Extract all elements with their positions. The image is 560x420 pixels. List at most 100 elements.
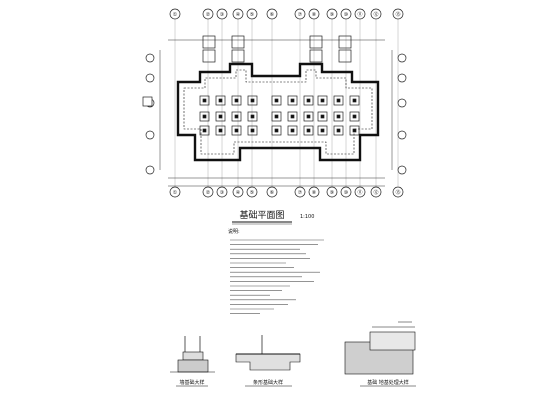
axis-label-bottom: ⑤: [250, 190, 254, 196]
column: [218, 114, 223, 119]
upper-column-footings: [202, 35, 352, 63]
axis-bubble-top: [370, 8, 382, 20]
axis-bubble-bottom: [232, 186, 244, 198]
axis-label-bottom: ①: [173, 190, 178, 196]
plan-title: 基础平面图: [239, 209, 284, 221]
left-axis-bubbles: [142, 53, 155, 175]
footing: [247, 125, 258, 136]
column: [352, 114, 357, 119]
axis-label-bottom: ④: [236, 190, 241, 196]
column: [306, 98, 311, 103]
footing: [287, 95, 298, 106]
axis-bubble-top: [246, 8, 258, 20]
column: [218, 98, 223, 103]
column: [274, 128, 279, 133]
footing: [333, 95, 344, 106]
column: [234, 114, 239, 119]
axis-bubble-bottom: [294, 186, 306, 198]
detail-3-label: 基础 地基处理大样: [367, 379, 409, 386]
axis-label-bottom: ⑨: [330, 190, 334, 196]
axis-label-bottom: ⑫: [373, 189, 378, 196]
column: [320, 128, 325, 133]
footing: [271, 111, 282, 122]
axis-bubble-bottom: [308, 186, 320, 198]
axis-label-top: ⑥: [270, 12, 275, 18]
axis-label-top: ⑬: [395, 11, 400, 18]
footing: [247, 95, 258, 106]
column: [352, 98, 357, 103]
foundation-outline: [176, 62, 380, 162]
column: [250, 128, 255, 133]
axis-label-bottom: ⑦: [298, 190, 303, 196]
footing: [303, 95, 314, 106]
detail-soil-treatment: 基础 地基处理大样: [344, 321, 416, 387]
axis-label-top: ⑫: [373, 11, 378, 18]
column: [218, 128, 223, 133]
column: [202, 114, 207, 119]
footing: [349, 95, 360, 106]
axis-bubble-bottom: [354, 186, 366, 198]
axis-label-top: ⑦: [298, 12, 303, 18]
column: [250, 114, 255, 119]
note-lines: [230, 239, 324, 314]
column: [336, 128, 341, 133]
axis-bubble-top: [308, 8, 320, 20]
axis-label-top: ③: [220, 12, 224, 18]
footing: [199, 125, 210, 136]
axis-bubble-bottom: [392, 186, 404, 198]
axis-label-top: ⑩: [344, 12, 349, 18]
interior-footings: [199, 95, 360, 136]
footing: [333, 125, 344, 136]
column: [274, 114, 279, 119]
axis-label-top: ①: [173, 12, 178, 18]
column: [274, 98, 279, 103]
axis-label-top: ⑪: [357, 11, 362, 18]
column: [352, 128, 357, 133]
axis-label-top: ⑧: [312, 12, 317, 18]
detail-wall-footing: 墙基础大样: [170, 336, 215, 387]
axis-label-bottom: ⑩: [344, 190, 349, 196]
axis-label-top: ②: [206, 12, 211, 18]
plan-scale: 1:100: [300, 214, 314, 220]
footing: [215, 125, 226, 136]
column: [320, 114, 325, 119]
footing: [287, 125, 298, 136]
axis-bubble-top: [392, 8, 404, 20]
axis-label-bottom: ③: [220, 190, 224, 196]
axis-bubble-top: [326, 8, 338, 20]
axis-bubble-top: [202, 8, 214, 20]
footing: [317, 125, 328, 136]
detail-strip-footing: 条形基础大样: [235, 335, 301, 387]
axis-label-bottom: ⑥: [270, 190, 275, 196]
axis-bubble-top: [169, 8, 181, 20]
general-notes: 说明:: [228, 228, 324, 314]
axis-label-top: ⑨: [330, 12, 334, 18]
footing: [247, 111, 258, 122]
axis-bubble-top: [354, 8, 366, 20]
footing: [199, 95, 210, 106]
axis-bubble-bottom: [340, 186, 352, 198]
axis-label-bottom: ⑬: [395, 189, 400, 196]
right-axis-bubbles: [397, 53, 407, 175]
column: [250, 98, 255, 103]
axis-bubble-bottom: [246, 186, 258, 198]
axis-bubble-bottom: [326, 186, 338, 198]
axis-bubble-bottom: [370, 186, 382, 198]
axis-bubble-top: [216, 8, 228, 20]
footing: [231, 125, 242, 136]
axis-label-bottom: ⑧: [312, 190, 317, 196]
footing: [349, 111, 360, 122]
axis-bubble-top: [232, 8, 244, 20]
axis-label-top: ④: [236, 12, 241, 18]
footing: [303, 125, 314, 136]
column: [290, 98, 295, 103]
column: [234, 98, 239, 103]
footing: [287, 111, 298, 122]
notes-heading: 说明:: [228, 228, 240, 235]
plan-title-group: 基础平面图 1:100: [232, 209, 314, 225]
axis-label-bottom: ②: [206, 190, 211, 196]
footing: [349, 125, 360, 136]
footing: [199, 111, 210, 122]
